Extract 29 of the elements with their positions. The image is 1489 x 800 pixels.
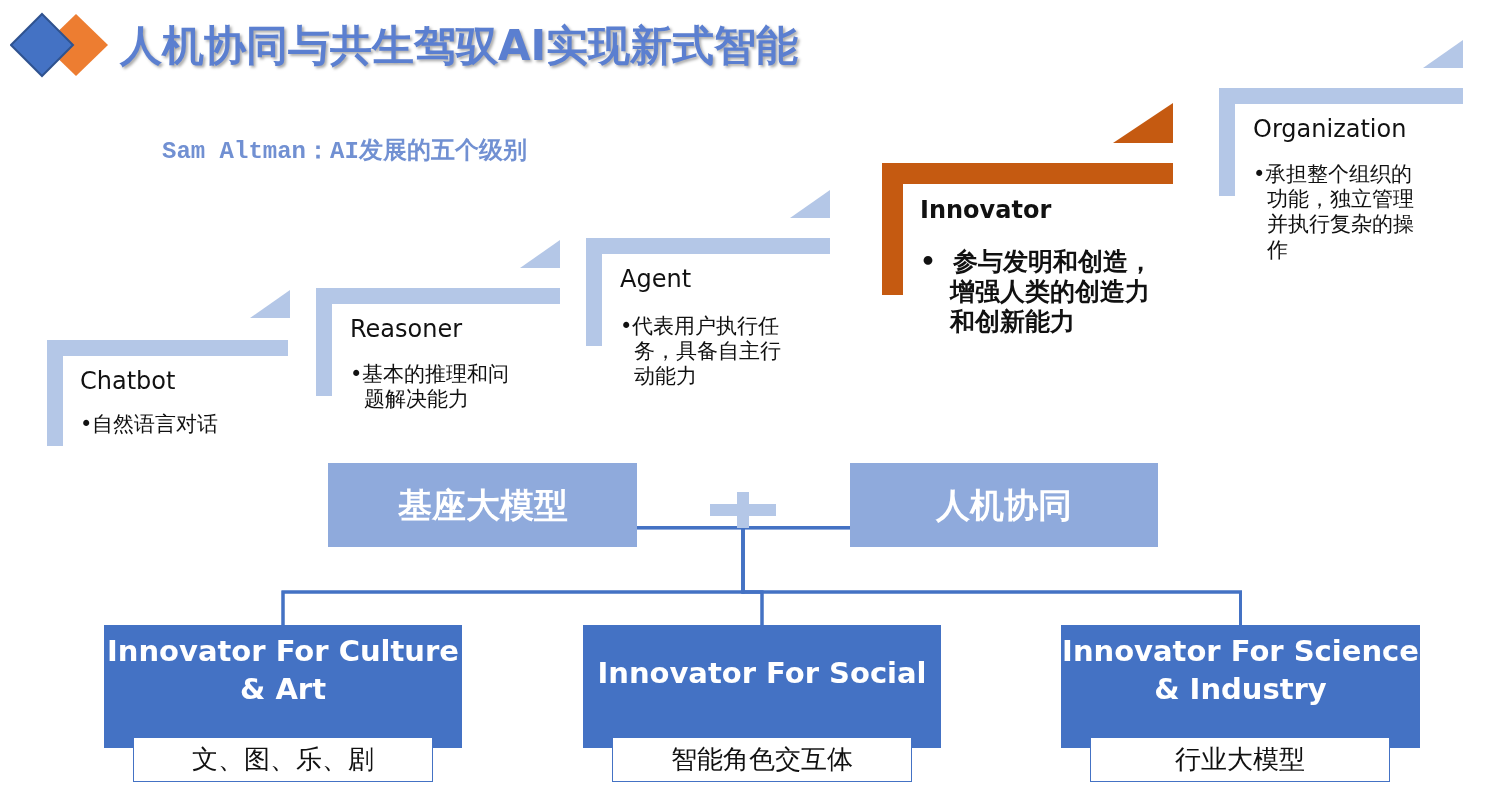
branch-box [583,625,941,748]
bullet-text: •承担整个组织的功能，独立管理并执行复杂的操作 [1253,162,1415,263]
box-title: Innovator For Culture & Art [106,633,460,708]
bullet-text: •代表用户执行任务，具备自主行动能力 [620,314,782,390]
box-title: 基座大模型 [397,483,568,527]
box-title: 人机协同 [936,483,1072,527]
subtitle: Sam Altman：AI发展的五个级别 [162,137,527,166]
tag-box [1090,737,1390,782]
level-title: Innovator [920,197,1052,224]
component-box [850,463,1158,547]
level-title: Chatbot [80,368,176,395]
tag-box [133,737,433,782]
level-title: Organization [1253,116,1407,143]
branch-box [104,625,462,748]
box-title: Innovator For Social [597,655,927,692]
level-title: Reasoner [350,316,463,343]
branch-box [1061,625,1420,748]
box-title: Innovator For Science & Industry [1061,633,1420,708]
level-step [47,340,288,446]
tag-text: 文、图、乐、剧 [192,742,374,776]
bullet-text: • 参与发明和创造，增强人类的创造力和创新能力 [920,247,1155,337]
title: 人机协同与共生驾驭AI实现新式智能 [120,20,799,72]
level-title: Agent [620,266,692,293]
bullet-text: •自然语言对话 [80,412,220,438]
tag-text: 行业大模型 [1175,742,1305,776]
component-box [328,463,637,547]
tag-text: 智能角色交互体 [671,742,853,776]
tag-box [612,737,912,782]
bullet-text: •基本的推理和问题解决能力 [350,362,511,413]
